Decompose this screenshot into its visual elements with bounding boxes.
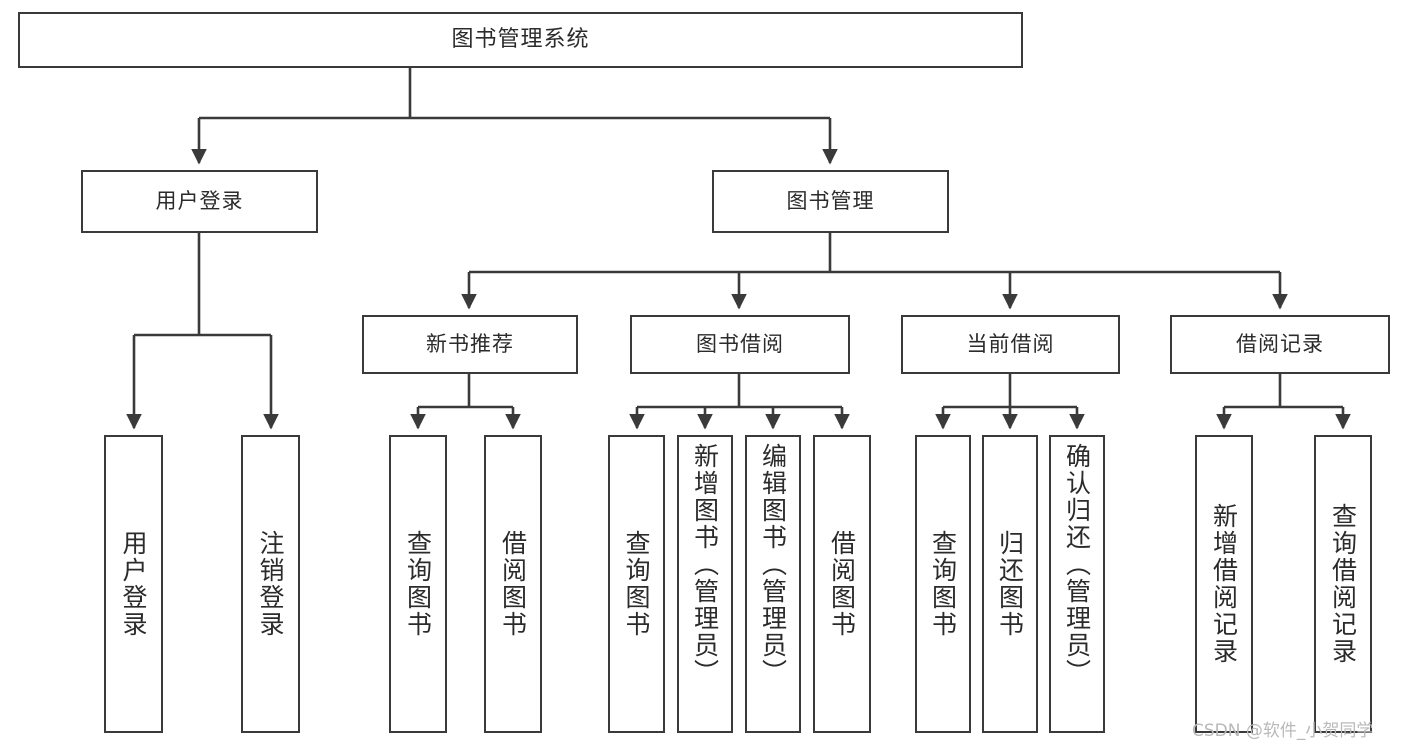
edge-group-book-borrow bbox=[629, 374, 850, 430]
watermark-text: CSDN @软件_小贺同学 bbox=[1192, 721, 1374, 741]
edge-group-current-borrow bbox=[935, 374, 1085, 430]
node-leaf-query-book-2-label: 查询图书 bbox=[622, 530, 651, 638]
node-borrow-record[interactable]: 借阅记录 bbox=[1170, 315, 1390, 374]
edge-group-user-login bbox=[126, 233, 279, 430]
node-leaf-borrow-book-2-label: 借阅图书 bbox=[827, 530, 857, 638]
node-leaf-add-record-label: 新增借阅记录 bbox=[1209, 503, 1239, 665]
node-leaf-confirm-return[interactable]: 确认归还（管理员） bbox=[1049, 435, 1105, 733]
node-root-label: 图书管理系统 bbox=[451, 26, 590, 52]
node-leaf-user-login[interactable]: 用户登录 bbox=[104, 435, 163, 733]
node-leaf-query-record[interactable]: 查询借阅记录 bbox=[1314, 435, 1372, 733]
node-leaf-add-record[interactable]: 新增借阅记录 bbox=[1195, 435, 1253, 733]
node-leaf-borrow-book-1-label: 借阅图书 bbox=[498, 530, 528, 638]
node-user-login[interactable]: 用户登录 bbox=[81, 170, 318, 233]
node-user-login-label: 用户登录 bbox=[155, 188, 244, 213]
node-leaf-query-book-3-label: 查询图书 bbox=[928, 530, 958, 638]
node-leaf-query-book-3[interactable]: 查询图书 bbox=[915, 435, 971, 733]
node-root[interactable]: 图书管理系统 bbox=[18, 12, 1023, 68]
node-leaf-query-book-2[interactable]: 查询图书 bbox=[608, 435, 665, 733]
edge-group-new-book-rec bbox=[410, 374, 521, 430]
node-leaf-borrow-book-1[interactable]: 借阅图书 bbox=[484, 435, 542, 733]
node-borrow-record-label: 借阅记录 bbox=[1236, 331, 1324, 356]
node-leaf-edit-book[interactable]: 编辑图书（管理员） bbox=[745, 435, 801, 733]
node-leaf-confirm-return-label: 确认归还（管理员） bbox=[1062, 443, 1092, 686]
node-new-book-recommend[interactable]: 新书推荐 bbox=[362, 315, 578, 374]
node-leaf-query-record-label: 查询借阅记录 bbox=[1328, 503, 1358, 665]
node-current-borrow[interactable]: 当前借阅 bbox=[901, 315, 1120, 374]
node-new-book-recommend-label: 新书推荐 bbox=[426, 331, 514, 356]
node-book-borrow-label: 图书借阅 bbox=[696, 331, 784, 356]
node-leaf-query-book-1-label: 查询图书 bbox=[403, 530, 433, 638]
node-leaf-user-login-label: 用户登录 bbox=[119, 530, 148, 638]
node-leaf-borrow-book-2[interactable]: 借阅图书 bbox=[813, 435, 871, 733]
node-leaf-add-book[interactable]: 新增图书（管理员） bbox=[677, 435, 733, 733]
node-leaf-return-book[interactable]: 归还图书 bbox=[982, 435, 1038, 733]
node-leaf-query-book-1[interactable]: 查询图书 bbox=[389, 435, 447, 733]
node-leaf-add-book-label: 新增图书（管理员） bbox=[690, 443, 720, 686]
edge-group-root bbox=[191, 68, 838, 165]
edge-group-borrow-record bbox=[1216, 374, 1351, 430]
node-leaf-edit-book-label: 编辑图书（管理员） bbox=[758, 443, 788, 686]
node-book-borrow[interactable]: 图书借阅 bbox=[630, 315, 850, 374]
node-current-borrow-label: 当前借阅 bbox=[966, 331, 1055, 356]
node-leaf-logout-label: 注销登录 bbox=[256, 530, 285, 638]
node-leaf-logout[interactable]: 注销登录 bbox=[241, 435, 300, 733]
node-book-manage[interactable]: 图书管理 bbox=[712, 170, 949, 233]
edge-group-book-manage bbox=[461, 233, 1288, 310]
node-book-manage-label: 图书管理 bbox=[786, 188, 875, 213]
node-leaf-return-book-label: 归还图书 bbox=[995, 530, 1025, 638]
